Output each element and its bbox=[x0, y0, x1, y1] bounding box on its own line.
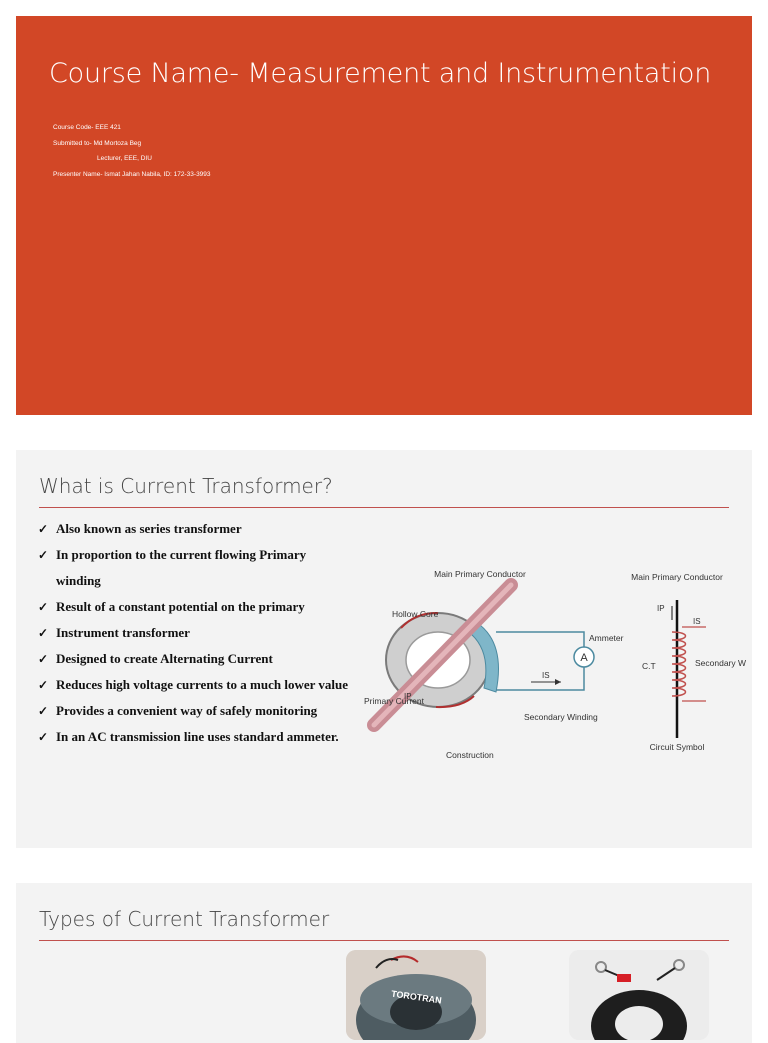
what-is-ct-slide: What is Current Transformer? ✓Also known… bbox=[16, 450, 752, 848]
primary-current-label: Primary Current bbox=[364, 696, 425, 706]
symbol-secondary-winding-label: Secondary Winding bbox=[695, 658, 746, 668]
checkmark-icon: ✓ bbox=[38, 548, 49, 562]
heading-divider bbox=[39, 507, 729, 508]
slide-heading: What is Current Transformer? bbox=[39, 474, 333, 498]
lecturer-designation: Lecturer, EEE, DIU bbox=[97, 155, 152, 162]
bullet-item: ✓Reduces high voltage currents to a much… bbox=[38, 672, 348, 698]
secondary-winding-label: Secondary Winding bbox=[524, 712, 598, 722]
course-code: Course Code- EEE 421 bbox=[53, 124, 121, 131]
secondary-loop-wire bbox=[496, 631, 585, 691]
bullet-item: ✓Result of a constant potential on the p… bbox=[38, 594, 348, 620]
checkmark-icon: ✓ bbox=[38, 730, 49, 744]
bullet-list: ✓Also known as series transformer ✓In pr… bbox=[38, 516, 348, 750]
checkmark-icon: ✓ bbox=[38, 626, 49, 640]
toroidal-ct-photo: TOROTRAN bbox=[346, 950, 486, 1040]
circuit-symbol-label: Circuit Symbol bbox=[650, 742, 705, 752]
hollow-core-label: Hollow Core bbox=[392, 609, 439, 619]
bullet-item: ✓In an AC transmission line uses standar… bbox=[38, 724, 348, 750]
checkmark-icon: ✓ bbox=[38, 652, 49, 666]
is-label: IS bbox=[542, 671, 550, 680]
bullet-item: ✓Instrument transformer bbox=[38, 620, 348, 646]
is-symbol-label: IS bbox=[693, 617, 701, 626]
slide-heading: Types of Current Transformer bbox=[39, 907, 330, 931]
secondary-coil bbox=[671, 631, 687, 697]
types-of-ct-slide: Types of Current Transformer TOROTRAN bbox=[16, 883, 752, 1043]
construction-label: Construction bbox=[446, 750, 494, 760]
ip-symbol-label: IP bbox=[657, 604, 665, 613]
ip-label: IP bbox=[404, 692, 412, 701]
symbol-conductor-label: Main Primary Conductor bbox=[631, 572, 723, 582]
checkmark-icon: ✓ bbox=[38, 522, 49, 536]
ammeter-label: Ammeter bbox=[589, 633, 624, 643]
ct-construction-diagram: A IS IP Main Primary Conductor Hollow Co… bbox=[364, 569, 624, 760]
flux-arrow bbox=[400, 611, 439, 629]
ct-circuit-symbol-diagram: IP IS Main Primary Conductor C.T Seconda… bbox=[631, 572, 746, 752]
bullet-item: ✓Provides a convenient way of safely mon… bbox=[38, 698, 348, 724]
ammeter-letter: A bbox=[580, 652, 588, 664]
title-slide: Course Name- Measurement and Instrumenta… bbox=[16, 16, 752, 415]
bullet-item: ✓Designed to create Alternating Current bbox=[38, 646, 348, 672]
current-transformer-diagram: A IS IP Main Primary Conductor Hollow Co… bbox=[364, 569, 746, 760]
checkmark-icon: ✓ bbox=[38, 600, 49, 614]
ammeter-symbol bbox=[573, 646, 595, 668]
course-title: Course Name- Measurement and Instrumenta… bbox=[49, 58, 712, 89]
red-black-ct-photo bbox=[569, 950, 709, 1040]
flux-arrow bbox=[435, 695, 475, 709]
bullet-item: ✓In proportion to the current flowing Pr… bbox=[38, 542, 348, 594]
secondary-winding-coil bbox=[465, 621, 499, 693]
bullet-item: ✓Also known as series transformer bbox=[38, 516, 348, 542]
checkmark-icon: ✓ bbox=[38, 678, 49, 692]
checkmark-icon: ✓ bbox=[38, 704, 49, 718]
main-primary-conductor-label: Main Primary Conductor bbox=[434, 569, 526, 579]
submitted-to: Submitted to- Md Mortoza Beg bbox=[53, 140, 142, 147]
heading-divider bbox=[39, 940, 729, 941]
ct-label: C.T bbox=[642, 661, 656, 671]
presenter-name: Presenter Name- Ismat Jahan Nabila, ID: … bbox=[53, 171, 211, 178]
